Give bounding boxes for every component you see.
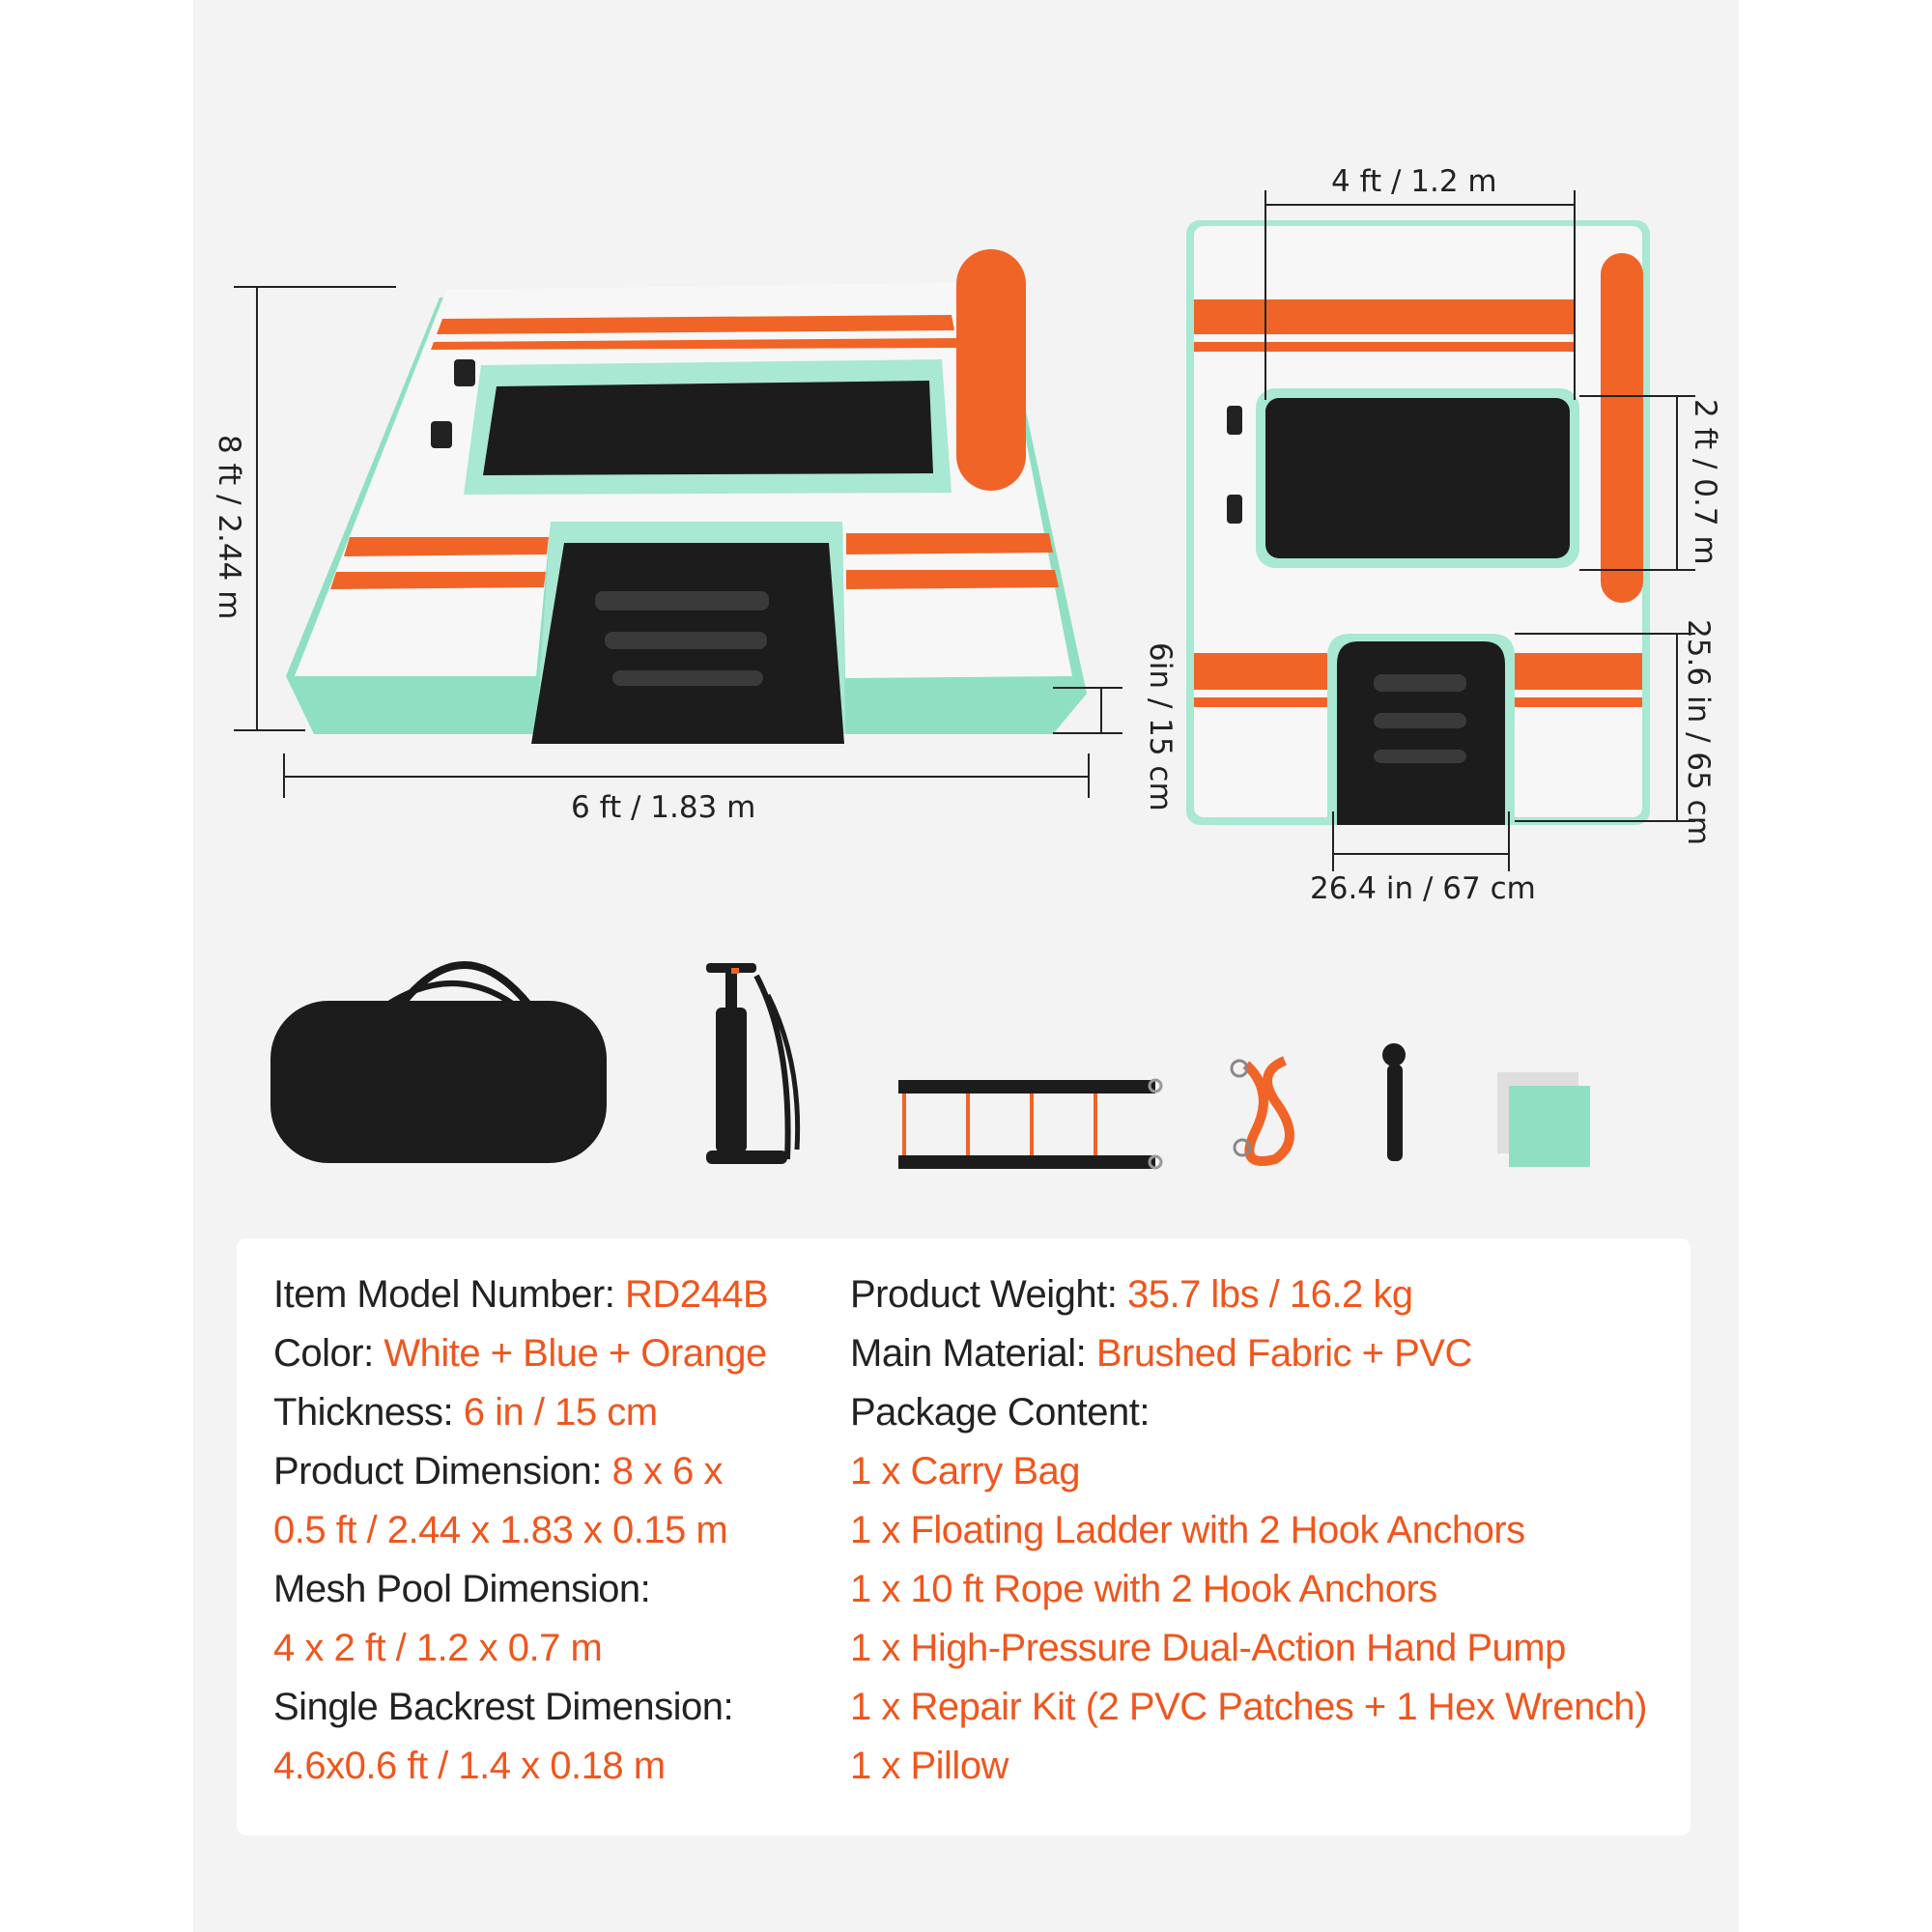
length-dimension-label: 8 ft / 2.44 m xyxy=(212,435,246,620)
width-dimension-label: 6 ft / 1.83 m xyxy=(571,790,756,825)
spec-value: 1 x Repair Kit (2 PVC Patches + 1 Hex Wr… xyxy=(850,1686,1647,1728)
spec-line: Product Dimension: 8 x 6 x xyxy=(273,1442,768,1501)
thickness-dimension-label: 6in / 15 cm xyxy=(1143,642,1178,811)
spec-label: Package Content: xyxy=(850,1391,1151,1434)
spec-value: 1 x High-Pressure Dual-Action Hand Pump xyxy=(850,1627,1566,1669)
spec-line: 0.5 ft / 2.44 x 1.83 x 0.15 m xyxy=(273,1501,768,1560)
spec-line: Product Weight: 35.7 lbs / 16.2 kg xyxy=(850,1265,1647,1324)
spec-value: 0.5 ft / 2.44 x 1.83 x 0.15 m xyxy=(273,1509,728,1551)
spec-label: Mesh Pool Dimension: xyxy=(273,1568,651,1610)
spec-value: White + Blue + Orange xyxy=(384,1332,767,1375)
spec-line: Package Content: xyxy=(850,1383,1647,1442)
spec-label: Item Model Number: xyxy=(273,1273,625,1316)
spec-value: 35.7 lbs / 16.2 kg xyxy=(1126,1273,1413,1316)
spec-line: 4 x 2 ft / 1.2 x 0.7 m xyxy=(273,1619,768,1678)
ladder-depth-dimension-label: 25.6 in / 65 cm xyxy=(1681,619,1716,845)
spec-line: Item Model Number: RD244B xyxy=(273,1265,769,1324)
spec-value: 4 x 2 ft / 1.2 x 0.7 m xyxy=(273,1627,603,1669)
spec-value: 1 x 10 ft Rope with 2 Hook Anchors xyxy=(850,1568,1437,1610)
spec-line: 1 x Pillow xyxy=(850,1737,1647,1796)
floating-ladder-icon xyxy=(898,1078,1163,1170)
spec-line: 1 x 10 ft Rope with 2 Hook Anchors xyxy=(850,1560,1647,1619)
spec-line: Main Material: Brushed Fabric + PVC xyxy=(850,1324,1647,1383)
spec-value: 1 x Carry Bag xyxy=(850,1450,1081,1492)
ladder-width-dimension-label: 26.4 in / 67 cm xyxy=(1310,871,1536,906)
spec-label: Product Dimension: xyxy=(273,1450,612,1492)
spec-line: 1 x Repair Kit (2 PVC Patches + 1 Hex Wr… xyxy=(850,1678,1647,1737)
spec-line: 1 x High-Pressure Dual-Action Hand Pump xyxy=(850,1619,1647,1678)
dimension-lines xyxy=(234,190,1695,871)
spec-label: Single Backrest Dimension: xyxy=(273,1686,734,1728)
hex-wrench-icon xyxy=(1382,1043,1406,1161)
spec-value: Brushed Fabric + PVC xyxy=(1095,1332,1473,1375)
spec-value: RD244B xyxy=(624,1273,769,1316)
spec-value: 1 x Pillow xyxy=(850,1745,1009,1787)
spec-value: 6 in / 15 cm xyxy=(463,1391,658,1434)
spec-value: 1 x Floating Ladder with 2 Hook Anchors xyxy=(850,1509,1525,1551)
spec-line: 1 x Floating Ladder with 2 Hook Anchors xyxy=(850,1501,1647,1560)
spec-line: 1 x Carry Bag xyxy=(850,1442,1647,1501)
spec-label: Thickness: xyxy=(273,1391,464,1434)
dock-perspective-image xyxy=(286,249,1087,744)
spec-line: Thickness: 6 in / 15 cm xyxy=(273,1383,768,1442)
spec-line: Mesh Pool Dimension: xyxy=(273,1560,768,1619)
hand-pump-icon xyxy=(706,963,801,1164)
pool-depth-dimension-label: 2 ft / 0.7 m xyxy=(1688,399,1722,565)
spec-line: Single Backrest Dimension: xyxy=(273,1678,768,1737)
dock-top-view-image xyxy=(1186,220,1650,825)
spec-line: 4.6x0.6 ft / 1.4 x 0.18 m xyxy=(273,1737,768,1796)
spec-line: Color: White + Blue + Orange xyxy=(273,1324,768,1383)
spec-value: 8 x 6 x xyxy=(611,1450,724,1492)
pool-width-dimension-label: 4 ft / 1.2 m xyxy=(1331,164,1497,199)
rope-icon xyxy=(1230,1056,1294,1166)
carry-bag-icon xyxy=(270,961,607,1163)
spec-label: Color: xyxy=(273,1332,384,1375)
pvc-patches-icon xyxy=(1497,1072,1590,1167)
spec-label: Product Weight: xyxy=(850,1273,1127,1316)
spec-label: Main Material: xyxy=(850,1332,1096,1375)
spec-value: 4.6x0.6 ft / 1.4 x 0.18 m xyxy=(273,1745,666,1787)
